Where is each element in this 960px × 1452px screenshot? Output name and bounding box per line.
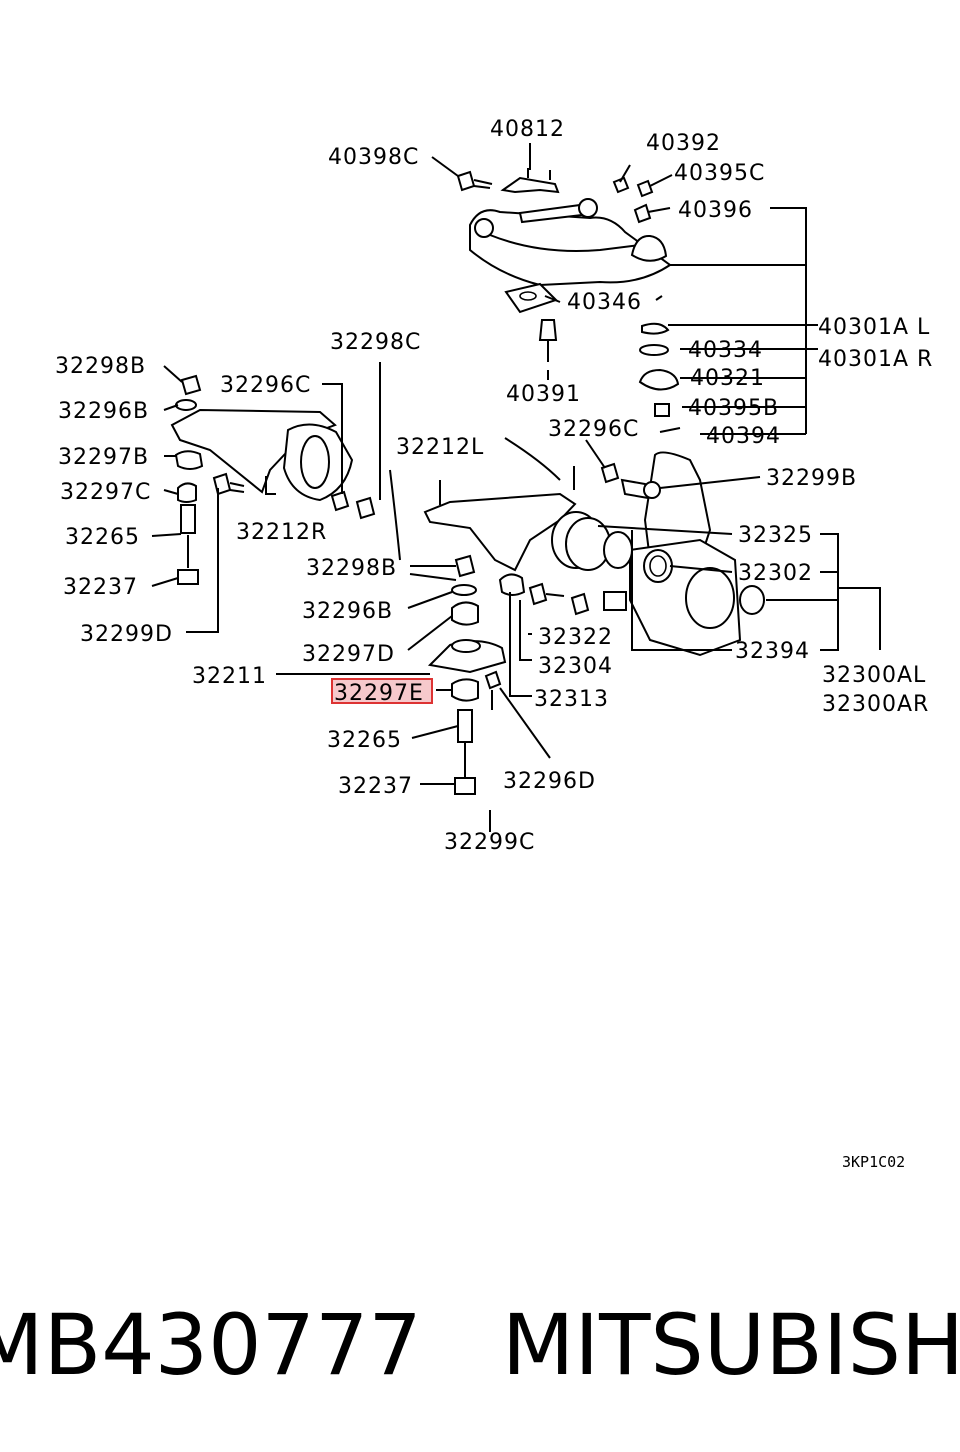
label-40812: 40812: [490, 117, 565, 142]
label-32313: 32313: [534, 687, 609, 712]
label-32297d: 32297D: [302, 642, 395, 667]
label-40321: 40321: [690, 366, 765, 391]
label-32296d: 32296D: [503, 769, 596, 794]
label-40395b: 40395B: [688, 396, 779, 421]
part-number: MB430777: [0, 1296, 422, 1394]
label-32212l: 32212L: [396, 435, 484, 460]
label-32299b: 32299B: [766, 466, 857, 491]
label-40392: 40392: [646, 131, 721, 156]
footer: MB430777 MITSUBISHI: [0, 1280, 960, 1410]
label-32299c: 32299C: [444, 830, 535, 855]
label-32302: 32302: [738, 561, 813, 586]
highlight-box: [331, 678, 433, 704]
label-40395c: 40395C: [674, 161, 765, 186]
knuckle-group: [551, 439, 881, 657]
suspension-parts-diagram: 40812 40398C 40392 40395C 40396 40346 40…: [55, 117, 933, 1171]
label-32296c-left: 32296C: [220, 373, 311, 398]
label-32298b-left: 32298B: [55, 354, 146, 379]
label-32325: 32325: [738, 523, 813, 548]
left-crossmember-group: [151, 362, 381, 633]
diagram-code: 3KP1C02: [842, 1153, 905, 1171]
label-32394: 32394: [735, 639, 810, 664]
label-32265-center: 32265: [327, 728, 402, 753]
label-32296c-right: 32296C: [548, 417, 639, 442]
label-32265-left: 32265: [65, 525, 140, 550]
label-40394: 40394: [706, 424, 781, 449]
label-40346: 40346: [567, 290, 642, 315]
label-32237-center: 32237: [338, 774, 413, 799]
label-32297b: 32297B: [58, 445, 149, 470]
label-32298c: 32298C: [330, 330, 421, 355]
label-40391: 40391: [506, 382, 581, 407]
label-32297c: 32297C: [60, 480, 151, 505]
label-32300al: 32300AL: [822, 663, 926, 688]
label-40398c: 40398C: [328, 145, 419, 170]
label-32212r: 32212R: [236, 520, 327, 545]
label-32298b-center: 32298B: [306, 556, 397, 581]
label-40301al: 40301A L: [818, 315, 930, 340]
label-32300ar: 32300AR: [822, 692, 929, 717]
label-32296b-left: 32296B: [58, 399, 149, 424]
label-40334: 40334: [688, 338, 763, 363]
label-40301ar: 40301A R: [818, 347, 933, 372]
label-32296b-center: 32296B: [302, 599, 393, 624]
upper-arm-group: [431, 143, 818, 435]
brand-name: MITSUBISHI: [501, 1296, 960, 1394]
label-32237-left: 32237: [63, 575, 138, 600]
label-32322: 32322: [538, 625, 613, 650]
lower-arm-group: [276, 437, 590, 832]
label-32211: 32211: [192, 664, 267, 689]
label-40396: 40396: [678, 198, 753, 223]
label-32297e: 32297E: [334, 681, 424, 706]
label-32304: 32304: [538, 654, 613, 679]
label-32299d: 32299D: [80, 622, 173, 647]
part-labels: 40812 40398C 40392 40395C 40396 40346 40…: [55, 117, 933, 1171]
